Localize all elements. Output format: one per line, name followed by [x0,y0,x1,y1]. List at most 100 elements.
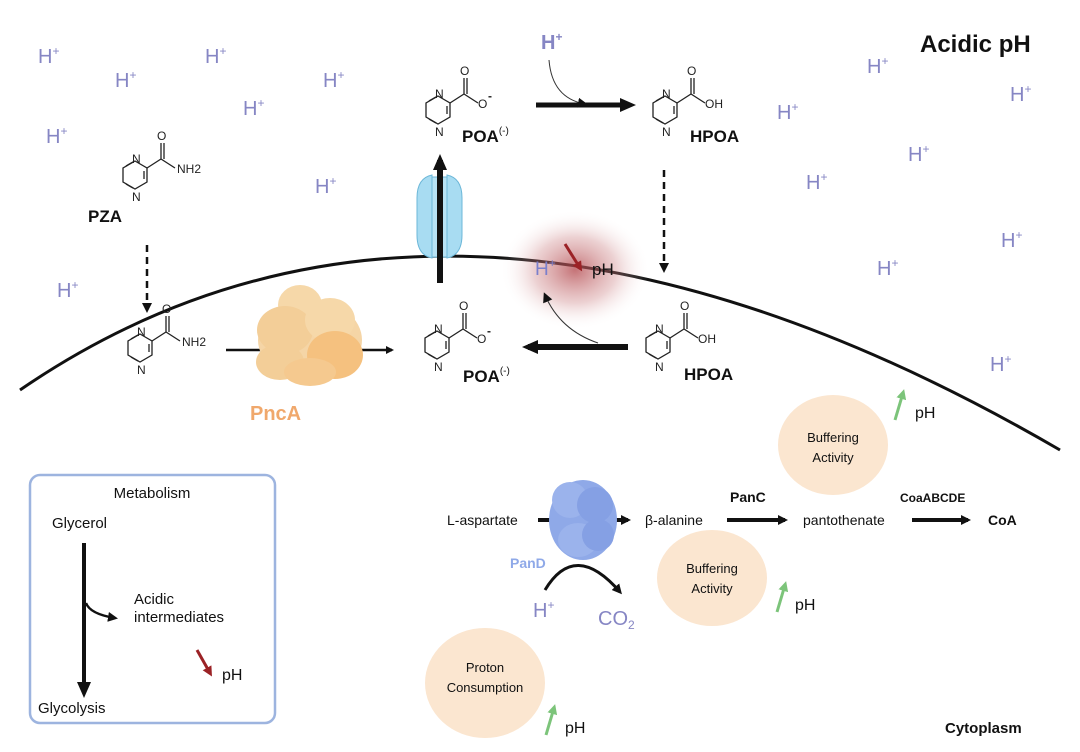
extracellular-label: Acidic pH [920,31,1031,58]
cell-membrane [19,254,1061,452]
buffering-circle-bottom: Buffering Activity [657,530,767,626]
svg-text:N: N [662,125,671,139]
efflux-pump [416,174,463,259]
svg-text:Buffering: Buffering [807,430,859,445]
svg-text:O: O [459,299,468,313]
panc-label: PanC [730,489,766,505]
proton: H+ [323,68,344,92]
ph-label: pH [592,260,614,279]
pnca-label: PncA [250,403,301,425]
svg-text:-: - [487,324,491,338]
coa-label: CoA [988,512,1017,528]
poa-inside-label: POA(-) [463,366,510,386]
svg-text:NH2: NH2 [177,162,201,176]
proton: H+ [115,68,136,92]
proton-consumption-ph-increase-arrow [544,704,558,736]
pza-outside-molecule: N N O NH2 [122,129,201,204]
pand-consumed-proton: H+ [533,598,554,622]
acidification-zone [500,210,650,330]
proton: H+ [205,44,226,68]
svg-text:O: O [680,299,689,313]
svg-text:Consumption: Consumption [447,680,524,695]
svg-text:N: N [655,322,664,336]
svg-text:N: N [137,363,146,377]
svg-text:Buffering: Buffering [686,561,738,576]
svg-text:N: N [655,360,664,374]
pand-label: PanD [510,555,546,571]
proton: H+ [877,256,898,280]
proton: H+ [38,44,59,68]
svg-text:Proton: Proton [466,660,504,675]
buffering-circle-top: Buffering Activity [778,395,888,495]
proton: H+ [315,174,336,198]
poa-outside-label: POA(-) [462,126,509,146]
buffering-bottom-ph-increase-arrow [775,581,789,613]
proton: H+ [1001,228,1022,252]
proton: H+ [57,278,78,302]
svg-text:N: N [137,325,146,339]
svg-text:N: N [434,360,443,374]
pza-label: PZA [88,207,122,226]
beta-alanine-label: β-alanine [645,512,703,528]
coaabcde-label: CoaABCDE [900,491,965,505]
cytoplasm-label: Cytoplasm [945,720,1022,737]
proton-consumption-circle: Proton Consumption [425,628,545,738]
buffering-bottom-ph-label: pH [795,597,815,614]
poa-outside-molecule: N N O O - [425,64,492,139]
svg-text:OH: OH [698,332,716,346]
extracellular-protons: H+ H+ H+ H+ H+ H+ H+ H+ H+ H+ H+ H+ H+ H… [38,30,1031,376]
cytoplasm-proton: H+ [535,256,556,280]
svg-text:N: N [132,190,141,204]
svg-text:-: - [488,89,492,103]
svg-text:O: O [460,64,469,78]
hpoa-inside-label: HPOA [684,365,733,384]
proton: H+ [908,142,929,166]
ph-decrease-arrow [563,243,583,272]
svg-text:NH2: NH2 [182,335,206,349]
svg-text:N: N [132,152,141,166]
svg-text:N: N [435,125,444,139]
proton: H+ [806,170,827,194]
proton: H+ [243,96,264,120]
svg-text:N: N [435,87,444,101]
proton: H+ [1010,82,1031,106]
glycerol-label: Glycerol [52,515,107,532]
l-aspartate-label: L-aspartate [447,512,518,528]
svg-text:Activity: Activity [812,450,854,465]
proton: H+ [867,54,888,78]
buffering-top-ph-increase-arrow [893,389,907,421]
svg-text:O: O [478,97,487,111]
proton: H+ [990,352,1011,376]
hpoa-inside-molecule: N N O OH [645,299,716,374]
buffering-top-ph-label: pH [915,405,935,422]
proton-release-curve [543,292,599,344]
pand-enzyme [549,480,617,560]
proton: H+ [541,30,562,54]
proton: H+ [46,124,67,148]
svg-text:O: O [477,332,486,346]
metabolism-ph-decrease-arrow [195,649,212,677]
poa-inside-molecule: N N O O - [424,299,491,374]
svg-text:OH: OH [705,97,723,111]
svg-text:Activity: Activity [691,581,733,596]
proton-consumption-ph-label: pH [565,720,585,737]
pnca-enzyme [256,285,363,386]
co2-label: CO2 [598,608,635,632]
svg-text:N: N [662,87,671,101]
svg-text:N: N [434,322,443,336]
svg-text:O: O [157,129,166,143]
pza-inside-molecule: N N O NH2 [127,302,206,377]
svg-text:O: O [162,302,171,316]
protonation-proton: H+ [541,30,562,54]
proton: H+ [777,100,798,124]
hpoa-outside-label: HPOA [690,127,739,146]
acidic-branch-arrow [84,602,118,622]
decarboxylation-curve [543,564,622,595]
hpoa-outside-molecule: N N O OH [652,64,723,139]
metabolism-title: Metabolism [114,485,191,502]
metabolism-ph-label: pH [222,667,242,684]
pantothenate-label: pantothenate [803,512,885,528]
